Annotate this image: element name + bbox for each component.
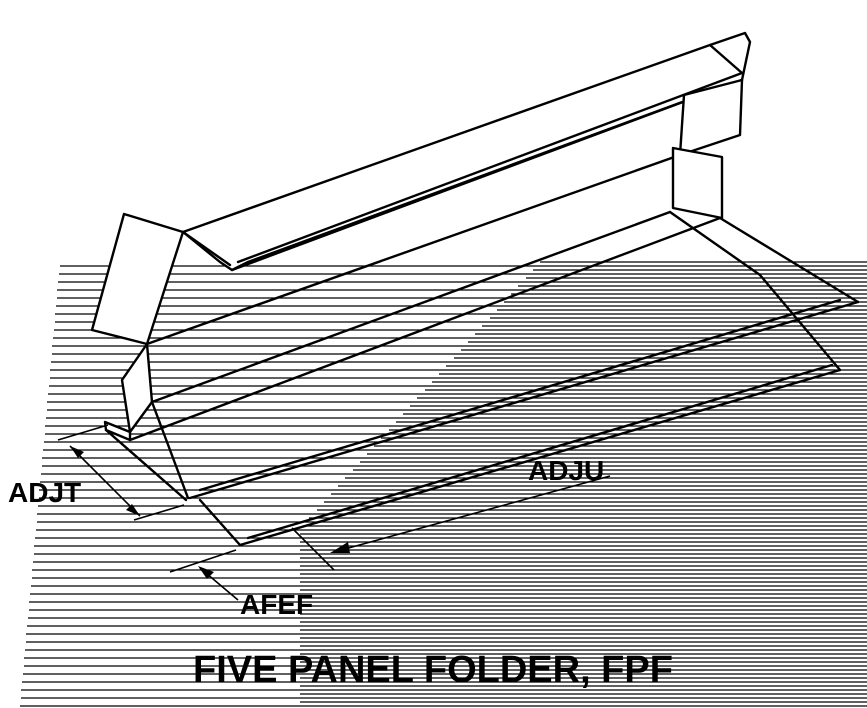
afef-arrow	[198, 566, 214, 579]
adjt-extension-top	[57, 424, 109, 441]
right-end-tab	[671, 146, 724, 220]
dimension-adju	[291, 475, 611, 571]
body-edge-line-3	[128, 216, 722, 442]
adjt-label: ADJT	[8, 477, 81, 508]
afef-label: AFEF	[240, 589, 313, 620]
body-panels	[104, 146, 860, 547]
adju-extension	[291, 527, 335, 571]
diagram-caption: FIVE PANEL FOLDER, FPF	[193, 649, 673, 691]
bottom-panel-left-edge	[198, 498, 242, 547]
upper-rail-top-panel	[181, 31, 752, 272]
body-bottom-inner-edge	[198, 298, 842, 492]
upper-rail-lip-line	[236, 71, 744, 264]
adjt-dimension-line	[69, 445, 141, 517]
adjt-arrow-top	[70, 446, 84, 458]
upper-rail-lower-edge	[230, 78, 744, 272]
body-bottom-long-edge	[188, 300, 860, 500]
adju-label: ADJU	[528, 455, 604, 486]
upper-rail-front-edge	[181, 230, 232, 267]
left-end-panels	[90, 212, 185, 442]
dimension-afef	[169, 549, 239, 601]
left-middle-end-panel	[120, 342, 154, 434]
bottom-panel-inner-edge	[246, 363, 834, 540]
hatch-lines	[20, 261, 867, 707]
dimension-adjt	[57, 424, 185, 521]
body-fold-line-2	[150, 210, 672, 404]
upper-rail	[181, 31, 752, 272]
left-top-end-panel	[90, 212, 185, 346]
upper-rail-end-edge	[708, 43, 744, 75]
adju-dimension-line	[333, 475, 611, 553]
right-panel-slant-2	[718, 216, 860, 304]
adju-arrow	[330, 542, 350, 553]
afef-extension	[169, 549, 237, 573]
adjt-extension-bottom	[133, 504, 185, 521]
right-panel-slant-3	[758, 273, 842, 372]
body-fold-line-1	[145, 153, 682, 346]
right-panel-slant-1	[668, 210, 762, 277]
bottom-panel-long-edge	[238, 368, 842, 547]
body-foot-edge	[104, 428, 188, 502]
body-bottom-left-edge	[150, 400, 190, 500]
adjt-arrow-bottom	[126, 504, 140, 516]
